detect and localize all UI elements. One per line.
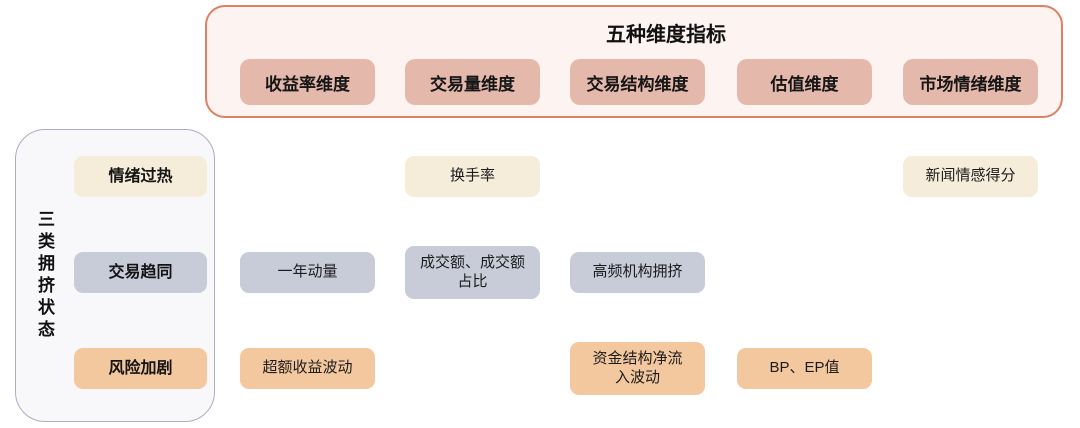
column-header-volume-dimension: 交易量维度	[405, 59, 540, 105]
row-label-risk-intensify: 风险加剧	[74, 348, 207, 389]
row-label-sentiment-overheat: 情绪过热	[74, 156, 207, 197]
column-header-trade-structure-dimension: 交易结构维度	[570, 59, 705, 105]
dimensions-panel: 五种维度指标 收益率维度 交易量维度 交易结构维度 估值维度 市场情绪维度	[205, 5, 1063, 118]
cell-news-sentiment-score: 新闻情感得分	[903, 156, 1038, 197]
cell-bp-ep-value: BP、EP值	[737, 348, 872, 389]
column-header-market-sentiment-dimension: 市场情绪维度	[903, 59, 1038, 105]
row-label-trading-convergence: 交易趋同	[74, 252, 207, 293]
cell-one-year-momentum: 一年动量	[240, 252, 375, 293]
cell-high-freq-institution-crowding: 高频机构拥挤	[570, 252, 705, 293]
column-header-valuation-dimension: 估值维度	[737, 59, 872, 105]
dimensions-panel-title: 五种维度指标	[606, 24, 726, 46]
cell-turnover-rate: 换手率	[405, 156, 540, 197]
column-header-return-dimension: 收益率维度	[240, 59, 375, 105]
cell-excess-return-volatility: 超额收益波动	[240, 348, 375, 389]
states-panel-title: 三类拥挤状态	[35, 209, 54, 342]
cell-capital-structure-netinflow-volatility: 资金结构净流 入波动	[570, 342, 705, 395]
cell-trading-amount-ratio: 成交额、成交额 占比	[405, 246, 540, 299]
